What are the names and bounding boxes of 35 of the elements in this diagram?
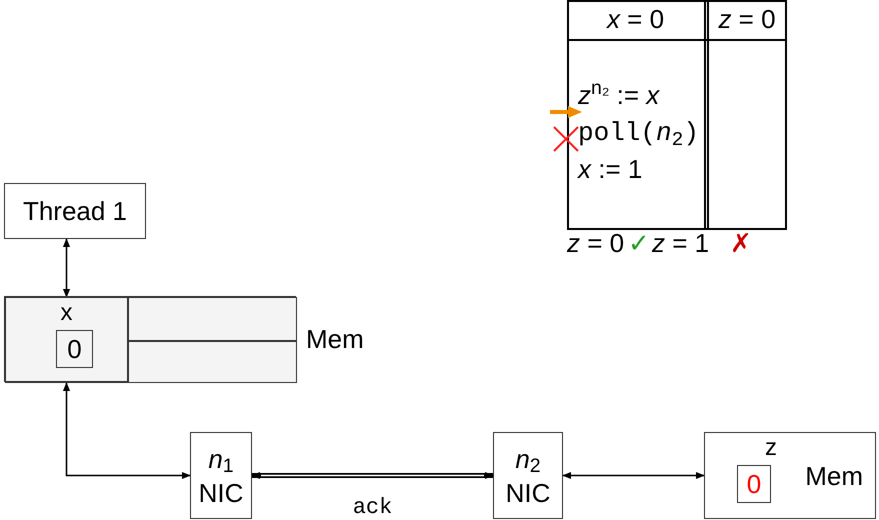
node-text: NIC bbox=[198, 476, 244, 510]
value-box bbox=[737, 465, 771, 503]
edge-label: ack bbox=[352, 494, 392, 520]
column-header: x = 0 bbox=[605, 3, 666, 36]
nic-box bbox=[190, 432, 252, 519]
node-text: x bbox=[60, 298, 74, 328]
node-text: 0 bbox=[746, 468, 762, 501]
node-text: 0 bbox=[67, 333, 82, 366]
memory-cell bbox=[5, 297, 128, 383]
double-arrow bbox=[562, 472, 705, 480]
result-label: z = 0 bbox=[567, 227, 624, 260]
cross-mark: ✗ bbox=[730, 227, 752, 260]
value-box bbox=[56, 330, 93, 368]
node-caption: Mem bbox=[306, 323, 364, 356]
thread-box bbox=[4, 183, 146, 239]
node-text: z bbox=[764, 433, 778, 463]
column-header: z = 0 bbox=[717, 3, 777, 36]
node-text: n$_{1}$ bbox=[208, 442, 234, 476]
code-line: x := 1 bbox=[578, 153, 642, 186]
result-label: z = 1 bbox=[652, 227, 710, 260]
memory-cell bbox=[128, 297, 297, 341]
double-arrow bbox=[62, 382, 191, 480]
node-text: NIC bbox=[506, 476, 550, 510]
memory-cell bbox=[128, 341, 297, 383]
memory-box bbox=[704, 432, 876, 519]
node-text: Thread 1 bbox=[22, 195, 128, 228]
memory-box bbox=[4, 296, 296, 382]
node-text: Mem bbox=[805, 460, 863, 493]
check-mark: ✓ bbox=[628, 227, 650, 260]
node-text: n$_{2}$ bbox=[515, 442, 541, 476]
code-line: z$^{n₂}$ := x bbox=[578, 78, 660, 112]
double-arrow bbox=[251, 472, 494, 480]
double-arrow bbox=[62, 238, 70, 298]
nic-box bbox=[493, 432, 563, 519]
code-line: poll(n$_{2}$) bbox=[578, 117, 699, 150]
